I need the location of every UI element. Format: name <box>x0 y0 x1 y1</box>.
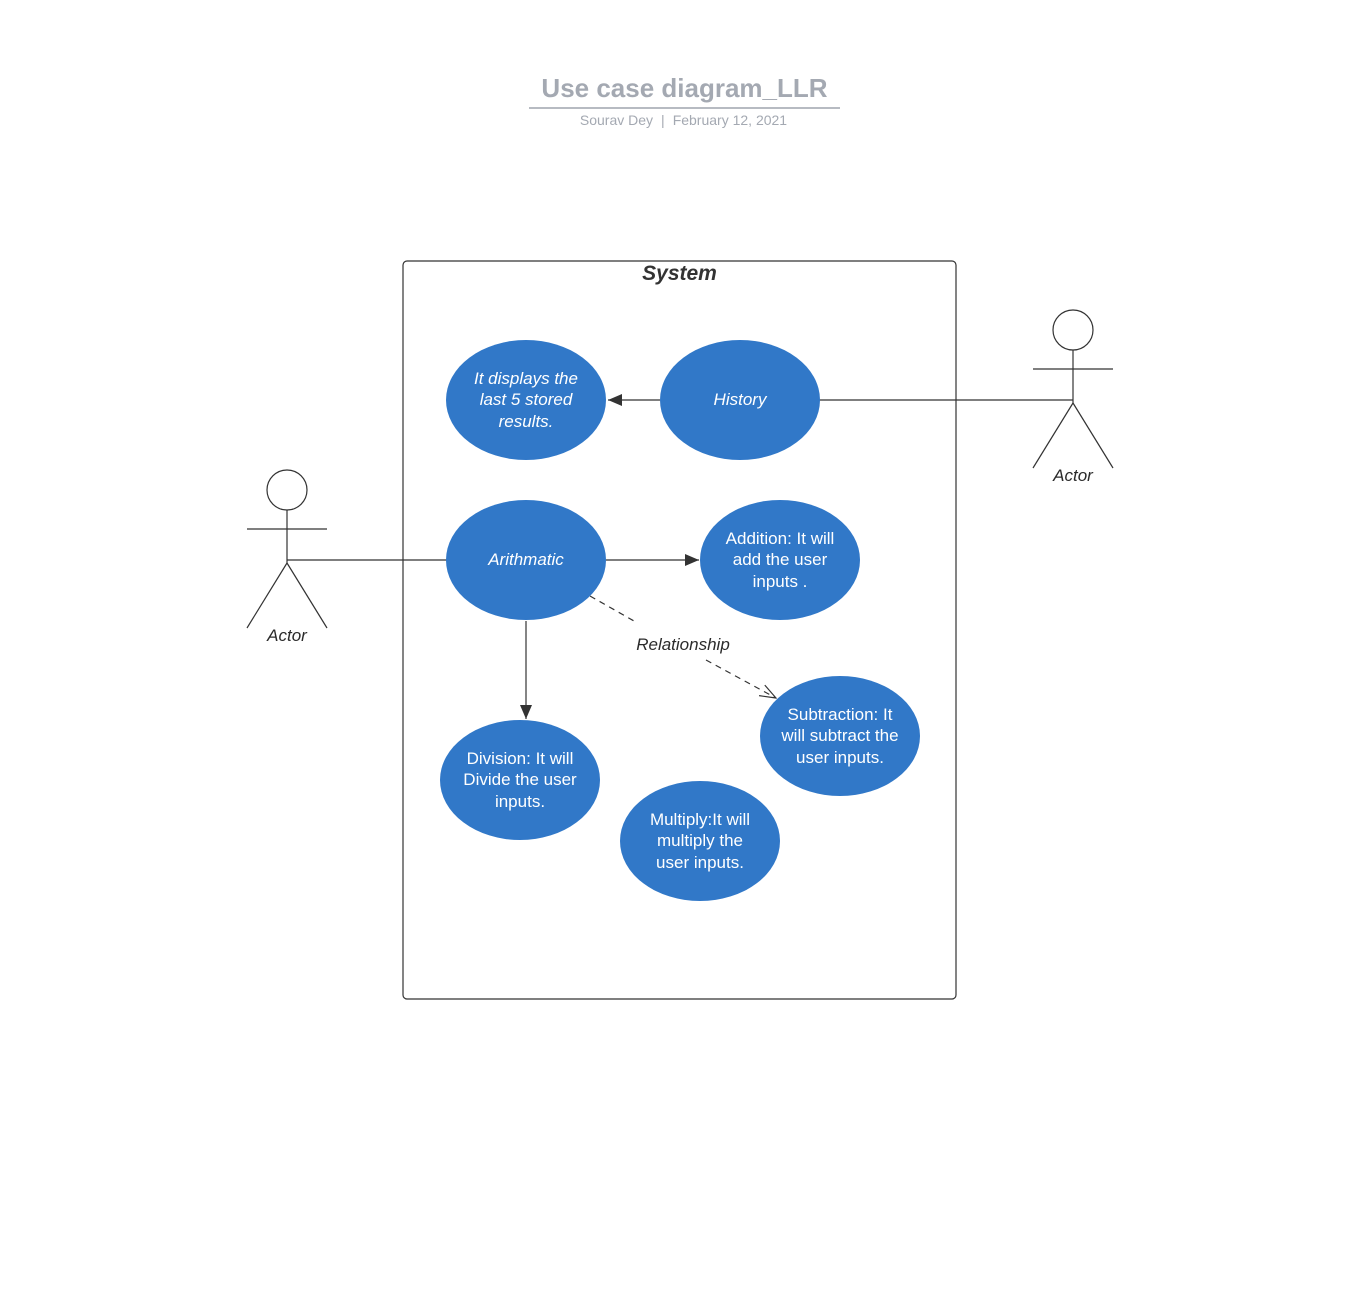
usecase-arithmatic-label: Arithmatic <box>488 550 564 570</box>
usecase-addition <box>700 500 860 620</box>
usecase-subtraction-label: Subtraction: It will subtract the user i… <box>781 704 899 767</box>
usecase-display-last5 <box>446 340 606 460</box>
usecase-history <box>660 340 820 460</box>
usecase-multiply-label: Multiply:It will multiply the user input… <box>649 809 751 872</box>
relationship-label: Relationship <box>636 635 730 654</box>
usecase-division-label: Division: It will Divide the user inputs… <box>463 748 577 811</box>
date-text: February 12, 2021 <box>672 112 788 128</box>
left-actor-label: Actor <box>267 626 307 645</box>
system-label: System <box>642 262 717 285</box>
title-underline <box>529 107 840 109</box>
right-actor-figure <box>1032 309 1114 469</box>
system-boundary <box>402 260 957 1000</box>
usecase-arithmatic <box>446 500 606 620</box>
left-actor-figure <box>246 469 328 629</box>
author-text: Sourav Dey <box>579 112 654 128</box>
usecase-addition-label: Addition: It will add the user inputs . <box>725 528 835 591</box>
relationship-dashed-arrow <box>705 659 776 698</box>
usecase-history-label: History <box>713 390 767 410</box>
usecase-multiply <box>620 781 780 901</box>
meta-separator: | <box>661 112 665 128</box>
usecase-display-last5-label: It displays the last 5 stored results. <box>474 368 578 431</box>
relationship-dashed-line-start <box>589 595 635 622</box>
page-title: Use case diagram_LLR <box>541 73 828 103</box>
usecase-subtraction <box>760 676 920 796</box>
page-meta: Sourav Dey | February 12, 2021 <box>480 111 887 129</box>
right-actor-label: Actor <box>1053 466 1093 485</box>
usecase-division <box>440 720 600 840</box>
